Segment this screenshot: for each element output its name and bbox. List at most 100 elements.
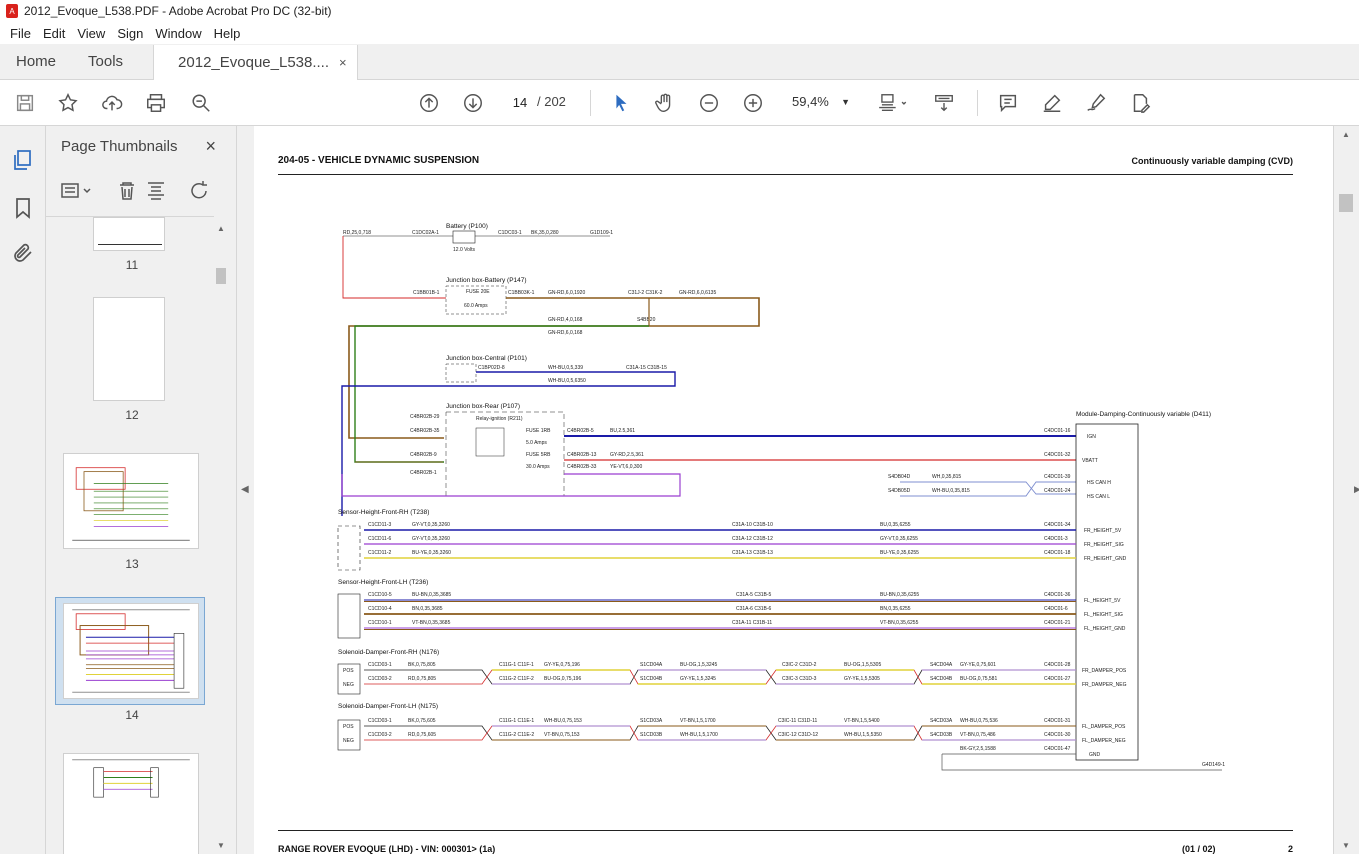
menu-view[interactable]: View	[77, 25, 106, 41]
wire-label: GY-YE,1,5,5305	[844, 676, 880, 682]
upload-cloud-icon[interactable]	[100, 91, 124, 115]
menu-window[interactable]: Window	[155, 25, 202, 41]
page-thumbnails-panel: Page Thumbnails × 11 12 13	[46, 126, 236, 854]
page-thumbnails-icon[interactable]	[11, 148, 35, 172]
thumbnail-page-13[interactable]	[63, 453, 199, 549]
damper-rh-box	[337, 663, 361, 695]
conn-label: C4BR02B-9	[410, 452, 437, 458]
relay-label: Relay-ignition (R211)	[476, 416, 523, 422]
sign-pen-icon[interactable]	[1084, 91, 1108, 115]
label-jb-central: Junction box-Central (P101)	[446, 355, 527, 362]
wire-label: GN-RD,6,0,168	[548, 330, 583, 336]
wire-label: VT-BN,1,5,1700	[680, 718, 716, 724]
thumbnails-scrollbar[interactable]: ▲ ▼	[214, 216, 228, 854]
menu-help[interactable]: Help	[213, 25, 241, 41]
tab-document[interactable]: 2012_Evoque_L538.... ×	[153, 45, 358, 80]
zoom-out-icon[interactable]	[697, 91, 721, 115]
conn-label: C31A-15 C31B-15	[626, 365, 667, 371]
wire-label: GY-YE,1,5,3245	[680, 676, 716, 682]
conn-label: C4BR02B-13	[567, 452, 597, 458]
conn-label: S1CD04B	[640, 676, 663, 682]
prev-page-icon[interactable]	[417, 91, 441, 115]
bookmarks-icon[interactable]	[11, 196, 35, 220]
wire-label: WH-BU,0,5,339	[548, 365, 583, 371]
wire-label: WH-BU,0,35,815	[932, 488, 970, 494]
wire-violet-rear	[341, 473, 681, 497]
conn-label: C1DC03-1	[498, 230, 522, 236]
zoom-in-icon[interactable]	[741, 91, 765, 115]
page-fit-icon[interactable]	[874, 91, 910, 115]
print-icon[interactable]	[144, 91, 168, 115]
menu-bar: File Edit View Sign Window Help	[0, 22, 1359, 44]
page-number-input[interactable]: 14	[512, 95, 528, 110]
scroll-up-icon[interactable]: ▲	[1342, 130, 1350, 139]
thumbnail-page-12[interactable]	[93, 297, 165, 401]
left-navigation-rail	[0, 126, 46, 854]
collapse-panel-icon[interactable]: ◀	[241, 484, 249, 495]
wire-label: BU,0,35,6255	[880, 522, 911, 528]
conn-label: C11G-2 C11F-2	[499, 676, 534, 682]
conn-label: C1BB03K-1	[508, 290, 535, 296]
wire-label: GN-RD,4,0,168	[548, 317, 583, 323]
conn-label: S1CD03B	[640, 732, 663, 738]
close-icon[interactable]: ×	[205, 136, 216, 156]
menu-file[interactable]: File	[10, 25, 31, 41]
fuse-amps: 5.0 Amps	[526, 440, 547, 446]
tab-home[interactable]: Home	[0, 44, 72, 79]
wire-label: BN,0,35,6255	[880, 606, 911, 612]
menu-edit[interactable]: Edit	[42, 25, 66, 41]
thumbnail-options-icon[interactable]	[61, 183, 91, 198]
neg-label: NEG	[343, 682, 354, 688]
wire-label: BK,0,75,605	[408, 718, 436, 724]
chevron-down-icon: ▼	[841, 97, 850, 107]
edit-pdf-icon[interactable]	[1128, 91, 1152, 115]
label-damper-rh: Solenoid-Damper-Front-RH (N176)	[338, 649, 439, 656]
menu-sign[interactable]: Sign	[117, 25, 144, 41]
scroll-down-icon[interactable]: ▼	[1342, 841, 1350, 850]
label-module: Module-Damping-Continuously variable (D4…	[1076, 411, 1211, 418]
rotate-page-icon[interactable]	[191, 181, 207, 199]
zoom-select[interactable]: 59,4% ▼	[784, 90, 854, 114]
find-zoom-icon[interactable]	[189, 91, 213, 115]
wire-label: GY-YE,0,75,601	[960, 662, 996, 668]
thumbnail-page-14[interactable]	[63, 603, 199, 699]
tab-close-icon[interactable]: ×	[339, 55, 347, 70]
conn-label: C1CD11-6	[368, 536, 391, 542]
conn-label: S4CD03B	[930, 732, 953, 738]
scroll-thumb[interactable]	[1339, 194, 1353, 212]
wire-label: VT-BN,0,75,153	[544, 732, 580, 738]
select-arrow-icon[interactable]	[609, 91, 633, 115]
tab-tools[interactable]: Tools	[72, 44, 139, 79]
bookmark-star-icon[interactable]	[56, 91, 80, 115]
thumbnail-label: 12	[125, 408, 139, 422]
pin-label: GND	[1089, 752, 1101, 758]
comment-icon[interactable]	[996, 91, 1020, 115]
insert-page-icon[interactable]	[148, 182, 164, 200]
next-page-icon[interactable]	[461, 91, 485, 115]
conn-label: C3IC-3 C31D-3	[782, 676, 817, 682]
window-titlebar: A 2012_Evoque_L538.PDF - Adobe Acrobat P…	[0, 0, 1359, 22]
conn-label: C4DC01-28	[1044, 662, 1071, 668]
expand-panel-icon[interactable]: ▶	[1354, 484, 1359, 494]
thumbnail-page-11[interactable]	[93, 217, 165, 251]
save-icon[interactable]	[13, 91, 37, 115]
highlight-pen-icon[interactable]	[1040, 91, 1064, 115]
scroll-mode-icon[interactable]	[932, 91, 956, 115]
thumbnail-label: 11	[125, 258, 139, 272]
wire-label: VT-BN,0,35,3685	[412, 620, 451, 626]
conn-label: C4BR02B-29	[410, 414, 440, 420]
delete-page-icon[interactable]	[120, 182, 134, 200]
attachments-icon[interactable]	[11, 241, 35, 265]
thumbnail-page-15[interactable]	[63, 753, 199, 854]
hand-tool-icon[interactable]	[653, 91, 677, 115]
document-scrollbar[interactable]: ▲ ▶ ▼	[1333, 126, 1359, 854]
panel-title: Page Thumbnails	[61, 138, 178, 155]
pin-label: FL_HEIGHT_GND	[1084, 626, 1126, 632]
pin-label: FL_HEIGHT_5V	[1084, 598, 1121, 604]
label-jb-battery: Junction box-Battery (P147)	[446, 277, 527, 284]
wire-label: BU-OG,1,5,5305	[844, 662, 881, 668]
panel-splitter[interactable]: ◀	[236, 126, 254, 854]
conn-label: C31A-5 C31B-5	[736, 592, 772, 598]
doc-footer-left: RANGE ROVER EVOQUE (LHD) - VIN: 000301> …	[278, 844, 496, 854]
thumbnail-label: 13	[125, 557, 139, 571]
